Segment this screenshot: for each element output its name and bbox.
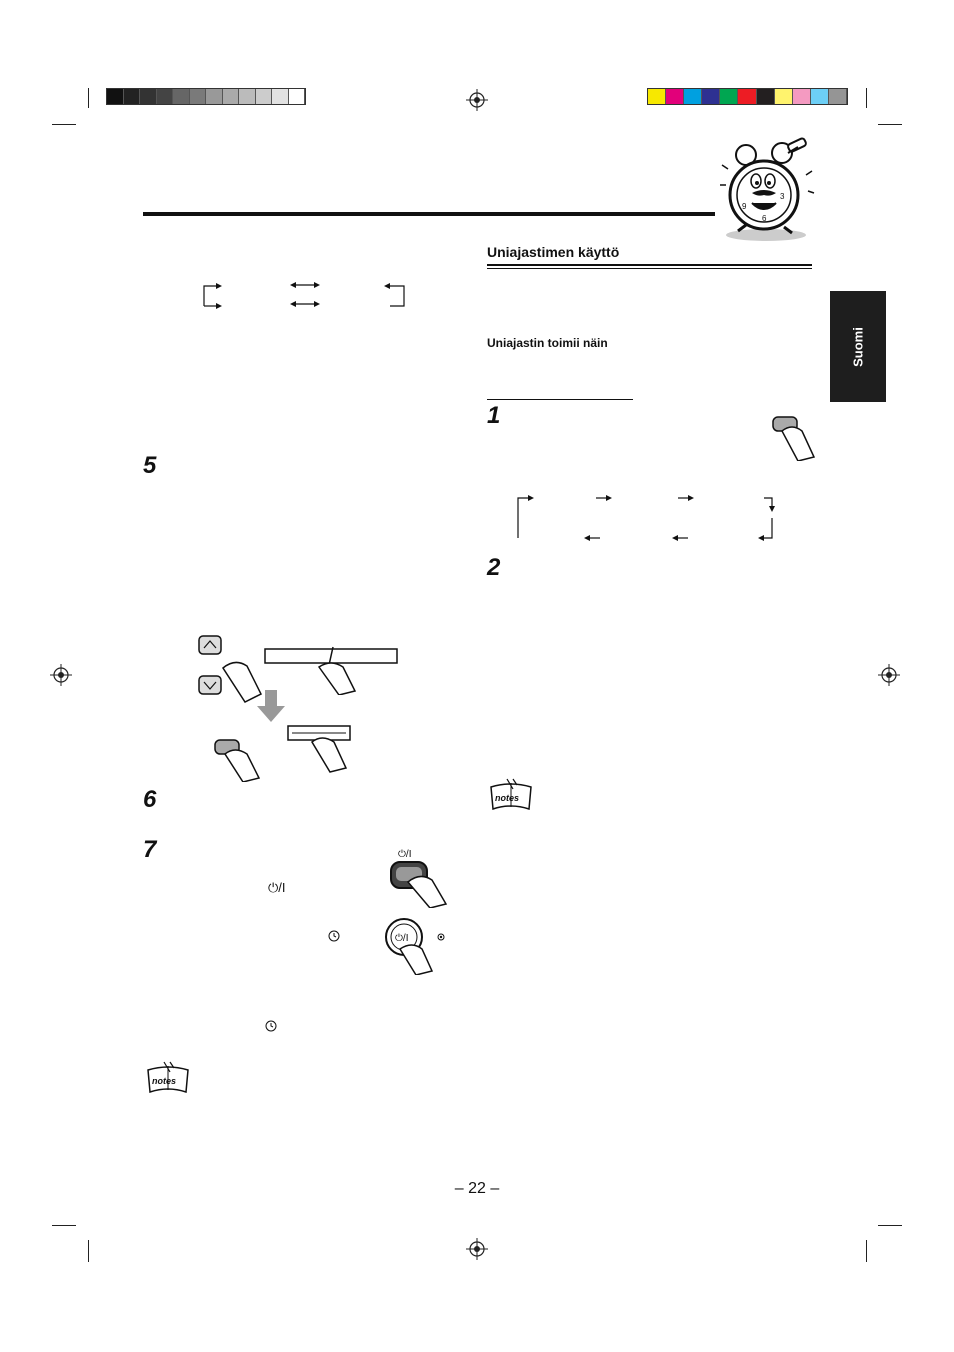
svg-text:⏻/I: ⏻/I [395,933,408,944]
language-tab-label: Suomi [850,326,866,367]
color-swatch [774,89,793,104]
step-number-7: 7 [143,836,157,863]
section-title: Uniajastimen käyttö [487,244,620,260]
registration-mark-icon [878,664,900,686]
color-swatch [756,89,775,104]
subsection-title: Uniajastin toimii näin [487,336,608,350]
color-swatch [684,89,703,104]
notes-label: notes [495,793,519,803]
timer-clock-icon [265,1020,277,1032]
language-tab: Suomi [830,291,886,402]
timer-clock-icon [328,930,340,942]
crop-mark [52,1225,76,1226]
sleep-time-cycle-diagram [517,495,775,541]
mode-cycle-diagram [203,282,405,309]
power-button-remote-illustration: ⏻/I [390,849,448,908]
color-swatch [648,89,667,104]
step-number-6: 6 [143,786,157,813]
alarm-clock-cartoon-icon: 9 3 6 [720,137,815,241]
color-bar [647,88,848,105]
notes-label: notes [152,1076,176,1086]
gray-swatch [206,89,223,104]
gray-swatch [222,89,239,104]
svg-text:3: 3 [780,192,785,201]
crop-mark [88,88,89,108]
gray-swatch [107,89,124,104]
notes-icon: notes [147,1061,189,1094]
step-number-5: 5 [143,452,157,479]
section-title-rule [487,268,812,269]
down-arrow-icon [257,690,285,722]
gray-swatch [272,89,289,104]
gray-swatch [239,89,256,104]
gray-swatch [173,89,190,104]
power-symbol-label: ⏻/I [268,880,286,895]
color-swatch [702,89,721,104]
color-swatch [810,89,829,104]
color-swatch [738,89,757,104]
display-panel-illustration [264,646,398,695]
gray-swatch [189,89,206,104]
crop-mark [866,88,867,108]
registration-mark-icon [50,664,72,686]
crop-mark [878,124,902,125]
section-title-rule [487,264,812,266]
gray-swatch [123,89,140,104]
color-swatch [792,89,811,104]
registration-mark-icon [466,1238,488,1260]
subsection-rule [487,399,633,400]
crop-mark [52,124,76,125]
svg-text:9: 9 [742,202,747,211]
crop-mark [866,1240,867,1262]
gray-scale-bar [106,88,306,105]
gray-swatch [255,89,272,104]
svg-text:⏻/I: ⏻/I [398,849,411,860]
svg-text:6: 6 [762,214,767,223]
gray-swatch [156,89,173,104]
crop-mark [878,1225,902,1226]
gray-swatch [140,89,157,104]
color-swatch [828,89,848,104]
step-number-1: 1 [487,402,501,429]
step-number-2: 2 [487,554,501,581]
header-rule [143,212,715,216]
registration-mark-icon [466,89,488,111]
page-number: – 22 – [454,1180,500,1197]
gray-swatch [288,89,305,104]
up-down-buttons-illustration [198,635,263,703]
crop-mark [88,1240,89,1262]
color-swatch [720,89,739,104]
sleep-button-illustration [772,416,816,461]
notes-icon: notes [490,778,532,811]
set-button-illustration [214,739,261,782]
power-button-unit-illustration: ⏻/I [385,918,445,975]
color-swatch [666,89,685,104]
display-panel-illustration [287,725,351,773]
